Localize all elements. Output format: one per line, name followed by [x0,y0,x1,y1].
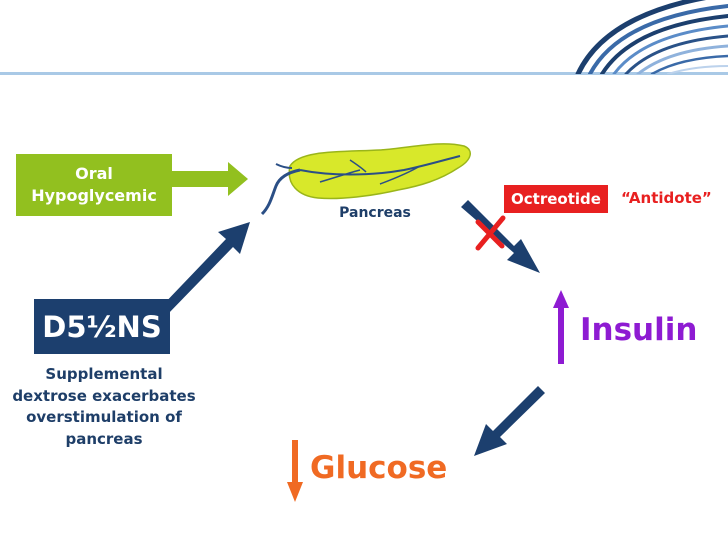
insulin-to-glucose-arrow [474,386,545,456]
up-arrow-icon [553,290,569,364]
oral-hypoglycemic-line1: Oral [75,164,113,183]
caption-line: overstimulation of [26,408,182,426]
pancreas-to-insulin-arrow [461,200,540,273]
corner-swoosh-logo [575,0,728,74]
glucose-label: Glucose [310,450,448,486]
oral-hypoglycemic-box: Oral Hypoglycemic [16,154,172,216]
header-divider [0,72,728,75]
caption-line: dextrose exacerbates [12,386,196,405]
blocked-x-icon [475,215,506,251]
oral-hypoglycemic-line2: Hypoglycemic [31,186,157,205]
down-arrow-icon [287,440,303,502]
antidote-label: “Antidote” [621,189,712,207]
caption-line: Supplemental [45,365,163,383]
d5ns-box: D5½NS [34,299,170,354]
d5ns-caption: Supplemental dextrose exacerbates overst… [0,364,208,450]
insulin-label: Insulin [580,312,698,348]
pancreas-icon [260,143,471,216]
octreotide-box: Octreotide [504,185,608,213]
oral-to-pancreas-arrow [172,162,248,196]
d5ns-to-pancreas-arrow [160,222,250,315]
caption-line: pancreas [65,429,143,448]
pancreas-label: Pancreas [339,205,411,221]
